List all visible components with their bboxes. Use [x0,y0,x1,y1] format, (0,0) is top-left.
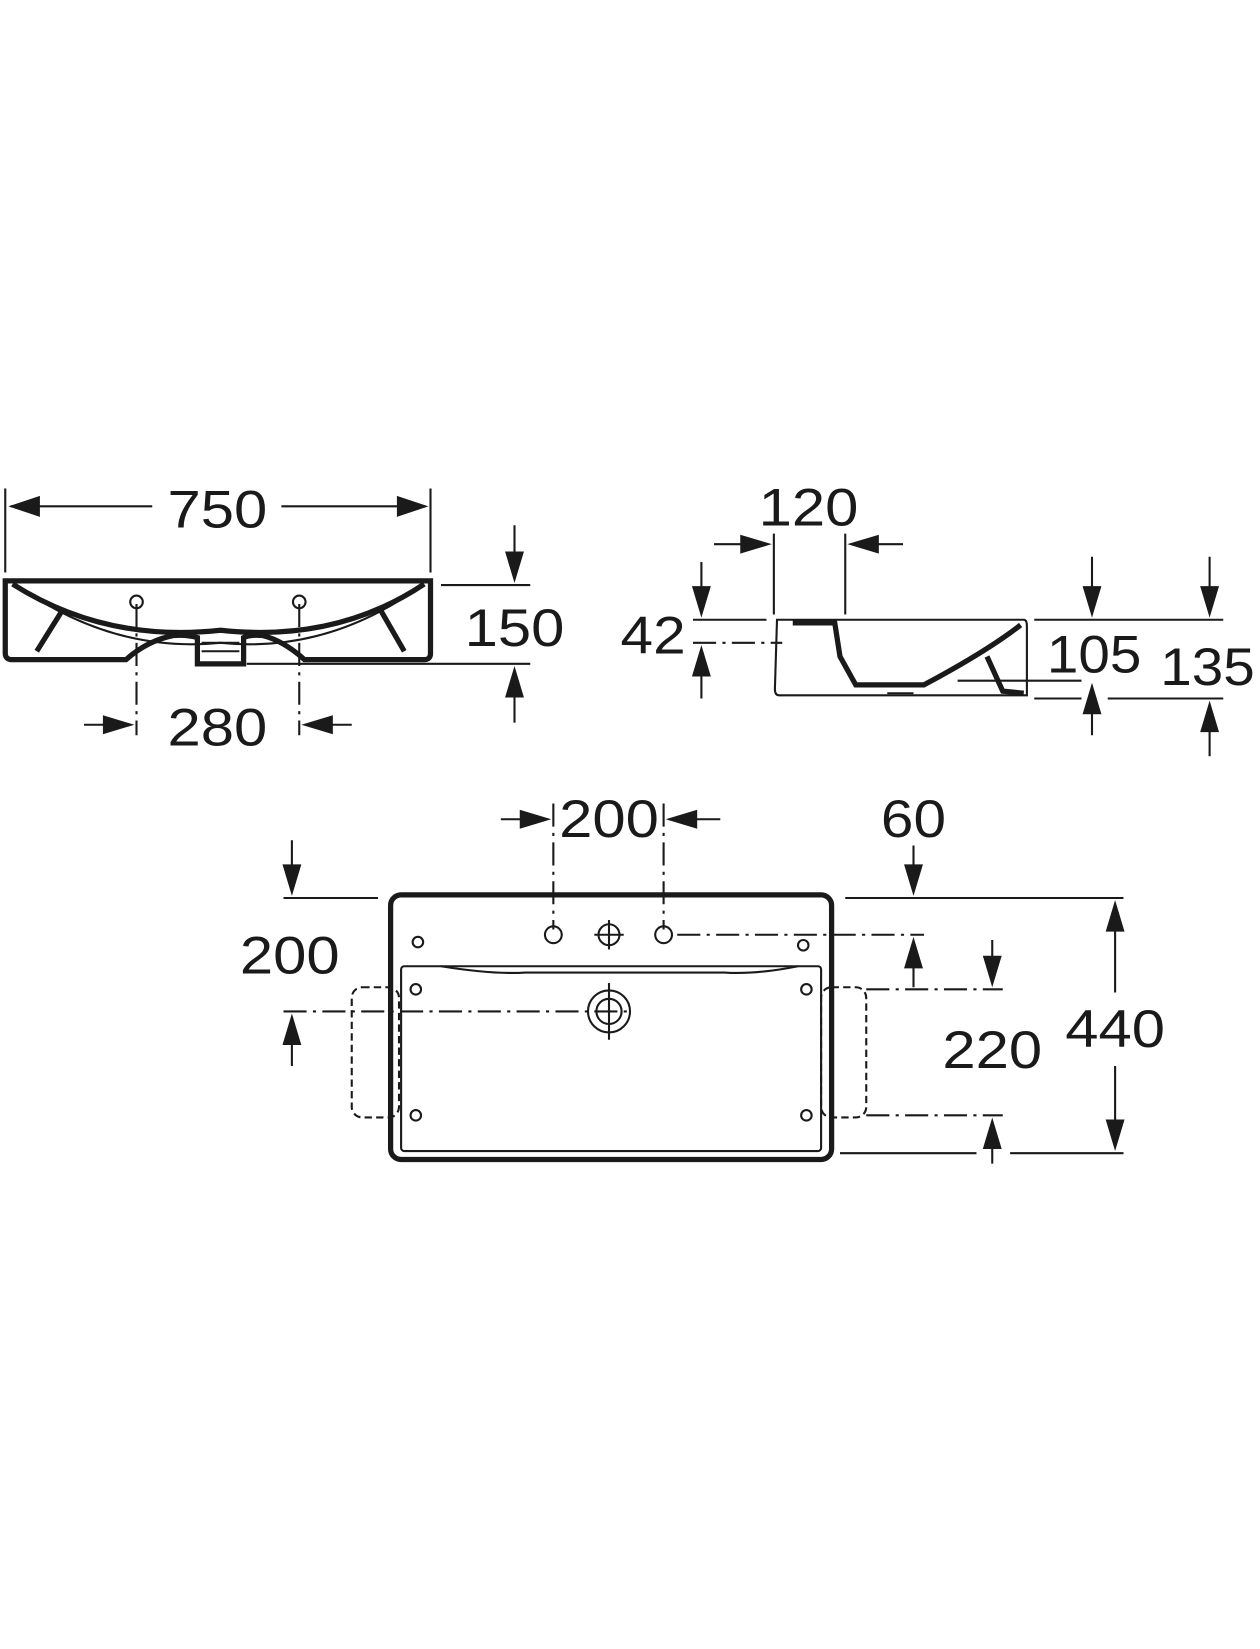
arrow-right-icon [102,715,135,735]
arrow-up-icon [1200,700,1220,733]
dimension-drain-offset-200: 200 [240,927,340,986]
arrow-right-icon [519,809,552,829]
arrow-left-icon [847,534,879,554]
arrow-right-icon [396,495,429,517]
top-view: 200 60 200 220 440 [240,790,1165,1164]
arrow-left-icon [665,809,698,829]
arrow-left-icon [8,495,40,517]
arrow-up-icon [904,936,923,969]
dimension-overflow-42: 42 [621,606,686,665]
fixing-points [409,983,813,1122]
arrow-up-icon [282,1013,302,1045]
arrow-up-icon [1105,900,1125,932]
dimension-tap-spacing-280: 280 [167,699,267,758]
dimension-width-750: 750 [167,480,267,539]
arrow-up-icon [1082,682,1102,715]
dimension-tap-spacing-200: 200 [559,790,659,849]
arrow-up-icon [691,644,711,677]
arrow-right-icon [740,534,772,554]
dimension-bowl-depth-105: 105 [1047,625,1142,684]
dimension-rim-offset-60: 60 [881,790,946,849]
arrow-down-icon [282,864,302,896]
arrow-up-icon [505,665,524,698]
front-view: 750 150 280 [2,480,565,758]
arrow-left-icon [301,715,333,735]
arrow-down-icon [505,551,524,583]
tap-holes [543,920,674,950]
arrow-down-icon [1082,586,1102,618]
dimension-height-150: 150 [465,599,565,658]
arrow-down-icon [982,955,1002,988]
arrow-down-icon [904,864,923,896]
dimension-total-height-135: 135 [1160,638,1255,697]
arrow-down-icon [1105,1119,1125,1152]
dimension-bracket-spacing-220: 220 [942,1021,1042,1080]
arrow-down-icon [1200,586,1220,618]
dimension-depth-440: 440 [1065,1000,1165,1059]
arrow-up-icon [982,1117,1002,1149]
arrow-down-icon [691,586,711,618]
side-view: 120 42 105 135 [621,478,1255,757]
dimension-depth-120: 120 [759,478,859,537]
